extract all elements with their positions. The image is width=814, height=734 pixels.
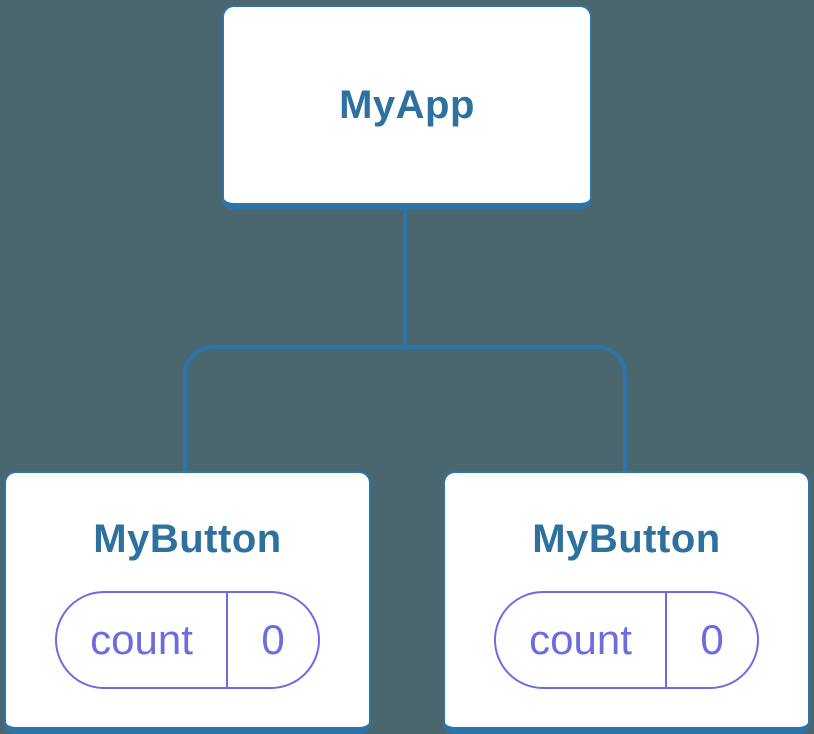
node-label-myapp: MyApp	[339, 83, 475, 127]
state-badge-right: count 0	[494, 591, 759, 689]
state-key-right: count	[529, 616, 632, 663]
state-value-right: 0	[665, 593, 757, 687]
node-label-mybutton-left: MyButton	[93, 517, 282, 561]
state-badge-left: count 0	[55, 591, 320, 689]
state-key-left: count	[90, 616, 193, 663]
state-value-left: 0	[226, 593, 318, 687]
node-label-mybutton-right: MyButton	[532, 517, 721, 561]
component-node-child-left: MyButton count 0	[4, 471, 371, 734]
tree-connector-bracket	[183, 345, 627, 471]
tree-connector-stem	[403, 208, 407, 347]
component-node-child-right: MyButton count 0	[443, 471, 810, 734]
component-node-root: MyApp	[222, 5, 592, 210]
